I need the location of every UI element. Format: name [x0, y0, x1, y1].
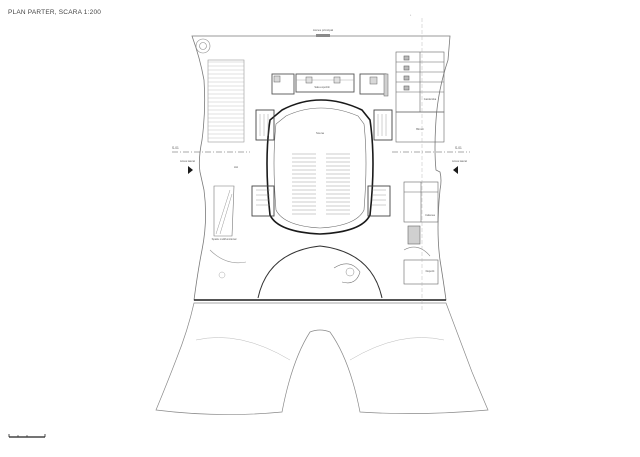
- stage-label: Scena: [316, 131, 324, 135]
- upper-right-block: [359, 73, 389, 97]
- upper-left-block: Sala expozitii: [271, 73, 355, 95]
- semicircular-foyer: [257, 245, 383, 299]
- right-rooms-column: Birouri: [395, 51, 445, 143]
- plaza-curve-left: [195, 337, 291, 361]
- right-lower-room-label: Cafenea: [425, 213, 435, 217]
- section-marker-right: S-01: [392, 146, 470, 174]
- right-bottom-room-label: Depozit: [426, 269, 435, 273]
- section-label-right: S-01: [455, 146, 462, 150]
- side-label-left: Acces lateral: [180, 159, 195, 163]
- top-entrance-marker: Acces principal: [313, 28, 334, 37]
- scale-bar: [8, 434, 46, 438]
- right-lower-rooms: Cafenea Depozit Garderoba: [403, 97, 439, 285]
- section-label-left: S-01: [172, 146, 179, 150]
- left-hall: Spatiu multifunctional Hol: [209, 165, 247, 279]
- tree-symbol-top-left: [195, 38, 211, 54]
- section-marker-left: S-01: [172, 146, 250, 174]
- side-label-right: Acces lateral: [452, 159, 467, 163]
- drawing-title: PLAN PARTER, SCARA 1:200: [8, 9, 102, 16]
- upper-left-room-label: Sala expozitii: [314, 85, 330, 89]
- plaza-outline: [155, 302, 489, 415]
- left-area-label: Spatiu multifunctional: [212, 237, 237, 241]
- right-upper-room-label: Birouri: [416, 127, 424, 131]
- plaza-curve-right: [349, 337, 445, 361]
- paving-hatch-left: [207, 59, 245, 143]
- auditorium: Scena: [266, 99, 374, 235]
- building-outline: [191, 35, 451, 301]
- axis-mark-top: ↓: [410, 13, 412, 17]
- top-entrance-label: Acces principal: [313, 28, 334, 32]
- hall-left-label: Hol: [234, 165, 238, 169]
- stair-cores: [251, 109, 393, 217]
- upper-right-room-label: Garderoba: [424, 97, 437, 101]
